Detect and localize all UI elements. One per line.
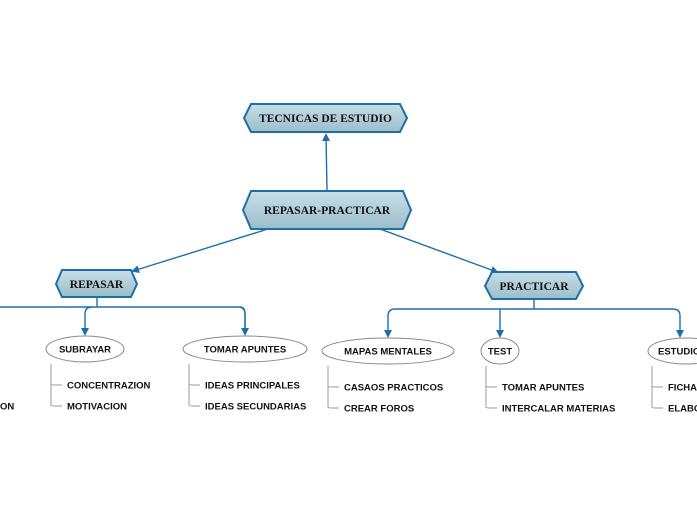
ellipse-shape [647, 337, 697, 365]
list-item[interactable]: MOTIVACION [67, 402, 127, 413]
hex-node-left[interactable]: REPASAR [54, 269, 139, 298]
list-item[interactable]: IDEAS SECUNDARIAS [205, 402, 306, 413]
item-labels: ON CONCENTRAZION MOTIVACION IDEAS PRINCI… [0, 381, 697, 415]
list-item[interactable]: FICHAS [668, 383, 697, 394]
ellipse-shape [45, 335, 125, 363]
connector-center-left [131, 228, 269, 274]
list-item[interactable]: ON [0, 402, 14, 413]
list-item[interactable]: CASAOS PRACTICOS [344, 383, 443, 394]
ellipse-node-tomar-apuntes[interactable]: TOMAR APUNTES [182, 335, 308, 363]
ellipse-shape [480, 337, 520, 365]
list-item[interactable]: ELABORAR [668, 404, 697, 415]
hex-shape [242, 103, 409, 133]
right-title: PRACTICAR [500, 281, 570, 293]
ellipse-label: SUBRAYAR [59, 345, 111, 356]
ellipse-node-estudio[interactable]: ESTUDIO [647, 337, 697, 365]
connector-center-root [322, 133, 331, 191]
connector-center-right [379, 228, 499, 274]
list-item[interactable]: INTERCALAR MATERIAS [502, 404, 615, 415]
ellipse-node-test[interactable]: TEST [480, 337, 520, 365]
list-item[interactable]: IDEAS PRINCIPALES [205, 381, 300, 392]
ellipse-label: ESTUDIO [658, 347, 697, 358]
list-item[interactable]: TOMAR APUNTES [502, 383, 584, 394]
hex-shape [241, 190, 413, 230]
hex-node-right[interactable]: PRACTICAR [483, 271, 585, 300]
ellipse-node-subrayar[interactable]: SUBRAYAR [45, 335, 125, 363]
connector-right-bracket [395, 299, 673, 310]
hex-node-center[interactable]: REPASAR-PRACTICAR [241, 190, 413, 230]
connector-right-estudio [672, 308, 684, 338]
root-title: TECNICAS DE ESTUDIO [259, 113, 392, 125]
ellipse-label: MAPAS MENTALES [344, 347, 432, 358]
connectors [0, 133, 684, 338]
list-item[interactable]: CREAR FOROS [344, 404, 414, 415]
ellipse-shape [321, 337, 455, 365]
ellipse-label: TEST [488, 347, 512, 358]
ellipse-label: TOMAR APUNTES [204, 345, 286, 356]
connector-right-mapas [384, 308, 396, 338]
hex-node-root[interactable]: TECNICAS DE ESTUDIO [242, 103, 409, 133]
connector-left-tomar [239, 306, 249, 336]
hex-shape [483, 271, 585, 300]
ellipse-node-mapas-mentales[interactable]: MAPAS MENTALES [321, 337, 455, 365]
connector-left-bracket [0, 297, 246, 334]
hex-shape [54, 269, 139, 298]
list-item[interactable]: CONCENTRAZION [67, 381, 151, 392]
item-tree-lines [50, 364, 663, 409]
left-title: REPASAR [70, 279, 124, 291]
center-title: REPASAR-PRACTICAR [264, 205, 391, 217]
ellipse-shape [182, 335, 308, 363]
connector-left-subrayar [81, 306, 93, 336]
